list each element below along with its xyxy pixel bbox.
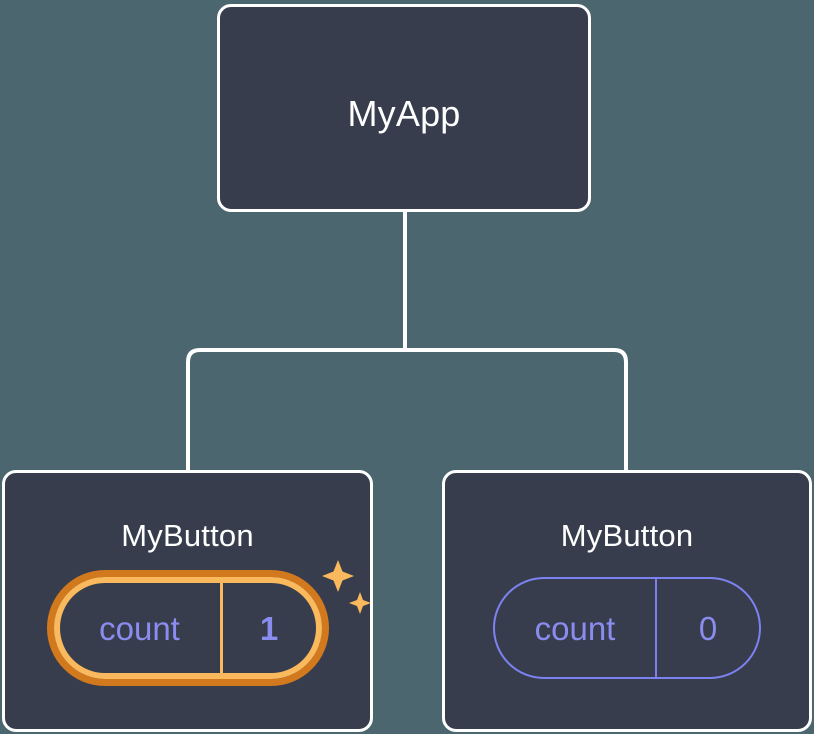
state-pill-right-wrap: count 0 <box>445 577 809 679</box>
state-key-right: count <box>534 609 616 647</box>
state-divider-right <box>655 579 657 677</box>
node-mybutton-left-title: MyButton <box>121 518 254 553</box>
connector-branch-right <box>405 348 628 470</box>
state-pill-left[interactable]: count 1 <box>53 577 322 679</box>
state-divider-left <box>219 583 223 673</box>
state-pill-right[interactable]: count 0 <box>493 577 761 679</box>
connector-branch-left <box>186 348 405 470</box>
state-pill-left-wrap: count 1 <box>5 577 370 679</box>
state-value-right: 0 <box>698 609 718 647</box>
node-mybutton-left[interactable]: MyButton count 1 <box>2 470 373 732</box>
node-mybutton-right-title: MyButton <box>560 518 694 553</box>
node-myapp[interactable]: MyApp <box>217 4 591 212</box>
state-key-left: count <box>99 609 180 647</box>
node-mybutton-right[interactable]: MyButton count 0 <box>442 470 812 732</box>
state-value-left: 1 <box>259 609 279 647</box>
node-myapp-title: MyApp <box>347 93 461 134</box>
